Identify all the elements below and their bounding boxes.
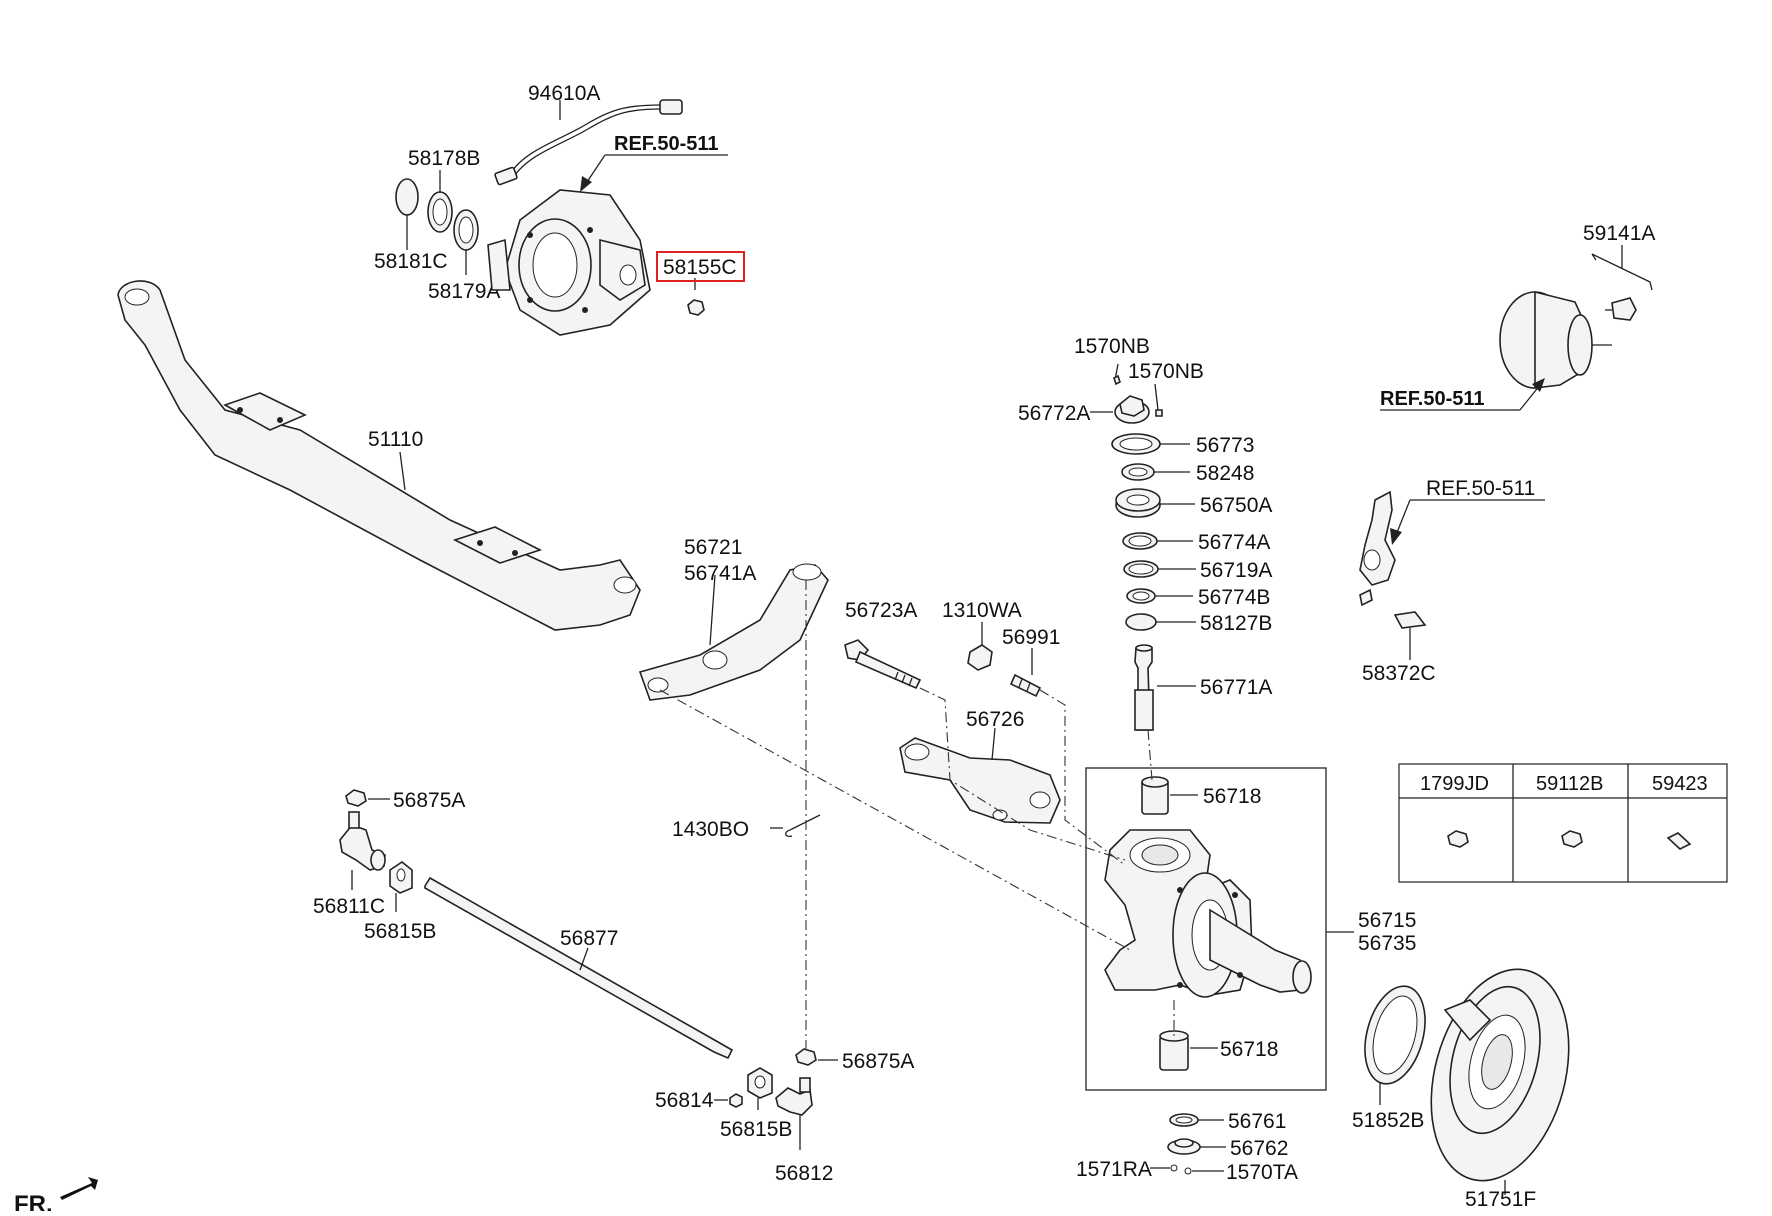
clamp-56815B-right[interactable]: [747, 1067, 773, 1099]
label-56718-top: 56718: [1203, 785, 1261, 808]
brake-anchor-plate[interactable]: [487, 189, 651, 336]
steering-arm-56721[interactable]: [638, 563, 829, 701]
ref-arrow-top: [580, 154, 728, 192]
sensor-cable-94610A[interactable]: [494, 99, 683, 186]
bearing-rings[interactable]: [395, 178, 479, 251]
front-axle-beam[interactable]: [117, 280, 641, 631]
bushing-56718-top[interactable]: [1141, 776, 1169, 815]
label-58179A: 58179A: [428, 280, 500, 303]
label-56811C: 56811C: [313, 895, 385, 918]
label-56721: 56721: [684, 536, 742, 559]
legend-header-1799JD: 1799JD: [1420, 773, 1489, 795]
nut-56814[interactable]: [729, 1093, 743, 1108]
label-58181C: 58181C: [374, 250, 448, 273]
label-56718-bottom: 56718: [1220, 1038, 1278, 1061]
clip-59141A[interactable]: [1591, 253, 1653, 291]
bolt-56723A[interactable]: [844, 639, 922, 690]
label-1430BO: 1430BO: [672, 818, 749, 841]
oil-seal-51852B[interactable]: [1355, 979, 1435, 1090]
nut-1310WA[interactable]: [967, 622, 993, 671]
label-56715: 56715: [1358, 909, 1416, 932]
front-direction-arrow: [60, 1177, 98, 1200]
tie-rod-arm-56726[interactable]: [899, 737, 1061, 824]
label-56815B-2: 56815B: [720, 1118, 792, 1141]
label-58372C: 58372C: [1362, 662, 1436, 685]
label-56773: 56773: [1196, 434, 1254, 457]
ref-arrow-right: [1380, 378, 1545, 411]
label-56991: 56991: [1002, 626, 1060, 649]
label-1571RA: 1571RA: [1076, 1158, 1152, 1181]
label-56814: 56814: [655, 1089, 714, 1112]
kingpin-56771A[interactable]: [1134, 644, 1154, 731]
assembly-lines: [659, 580, 1175, 1050]
label-51852B: 51852B: [1352, 1109, 1424, 1132]
label-56723A: 56723A: [845, 599, 917, 622]
legend-header-59423: 59423: [1652, 773, 1708, 795]
label-56719A: 56719A: [1200, 559, 1272, 582]
label-56750A: 56750A: [1200, 494, 1272, 517]
label-58155C[interactable]: 58155C: [663, 256, 737, 279]
ref-label-right[interactable]: REF.50-511: [1380, 388, 1485, 410]
label-56774A: 56774A: [1198, 531, 1270, 554]
cotter-pin-1430BO[interactable]: [770, 814, 821, 838]
hardware-legend-table: [1398, 763, 1728, 883]
label-56877: 56877: [560, 927, 618, 950]
label-51751F: 51751F: [1465, 1188, 1536, 1211]
brake-chamber[interactable]: [1499, 290, 1637, 389]
label-56875A-2: 56875A: [842, 1050, 914, 1073]
label-56815B-1: 56815B: [364, 920, 436, 943]
stud-56991[interactable]: [1009, 648, 1042, 698]
label-56771A: 56771A: [1200, 676, 1272, 699]
cap-56762[interactable]: [1167, 1138, 1201, 1155]
label-1310WA: 1310WA: [942, 599, 1022, 622]
cap-56772A[interactable]: [1090, 395, 1150, 424]
legend-nut-1799JD[interactable]: [1447, 830, 1469, 848]
label-56741A: 56741A: [684, 562, 756, 585]
label-1570TA: 1570TA: [1226, 1161, 1298, 1184]
nut-56875A-left[interactable]: [345, 789, 367, 807]
label-51110: 51110: [368, 428, 423, 451]
seal-58127B[interactable]: [1125, 613, 1157, 631]
front-marker-label: FR.: [14, 1191, 53, 1211]
label-56812: 56812: [775, 1162, 833, 1185]
wheel-hub-51751F[interactable]: [1409, 954, 1590, 1196]
nut-58155C[interactable]: [687, 278, 705, 316]
tie-rod-56877[interactable]: [424, 876, 734, 1060]
bolt-1571RA[interactable]: [1150, 1164, 1178, 1172]
label-58127B: 58127B: [1200, 612, 1272, 635]
tie-rod-end-56812[interactable]: [775, 1077, 813, 1116]
bearing-56750A[interactable]: [1115, 488, 1161, 518]
label-1570NB-1: 1570NB: [1074, 335, 1150, 358]
ref-label-top[interactable]: REF.50-511: [614, 133, 719, 155]
bushing-56718-bottom[interactable]: [1159, 1030, 1189, 1071]
ref-arrow-mid: [1390, 499, 1545, 545]
label-56762: 56762: [1230, 1137, 1288, 1160]
knuckle-group-box: [1085, 767, 1327, 1091]
label-56875A-1: 56875A: [393, 789, 465, 812]
label-58248: 58248: [1196, 462, 1254, 485]
steering-knuckle-56715[interactable]: [1104, 829, 1312, 998]
clamp-56815B-left[interactable]: [389, 861, 413, 894]
ref-label-mid[interactable]: REF.50-511: [1426, 477, 1535, 500]
label-58178B: 58178B: [408, 147, 480, 170]
slack-adjuster[interactable]: [1359, 490, 1427, 629]
legend-stud-59423[interactable]: [1666, 832, 1692, 850]
label-56772A: 56772A: [1018, 402, 1090, 425]
label-56735: 56735: [1358, 932, 1416, 955]
nut-56875A-right[interactable]: [795, 1048, 817, 1066]
label-56774B: 56774B: [1198, 586, 1270, 609]
tie-rod-end-56811C[interactable]: [339, 811, 386, 871]
legend-header-59112B: 59112B: [1536, 773, 1603, 795]
pin-1570TA[interactable]: [1184, 1167, 1224, 1175]
legend-nut-59112B[interactable]: [1561, 830, 1583, 848]
label-56761: 56761: [1228, 1110, 1286, 1133]
label-94610A: 94610A: [528, 82, 600, 105]
label-59141A: 59141A: [1583, 222, 1655, 245]
label-1570NB-2: 1570NB: [1128, 360, 1204, 383]
label-56726: 56726: [966, 708, 1024, 731]
highlight-box-58155C: [656, 251, 745, 282]
